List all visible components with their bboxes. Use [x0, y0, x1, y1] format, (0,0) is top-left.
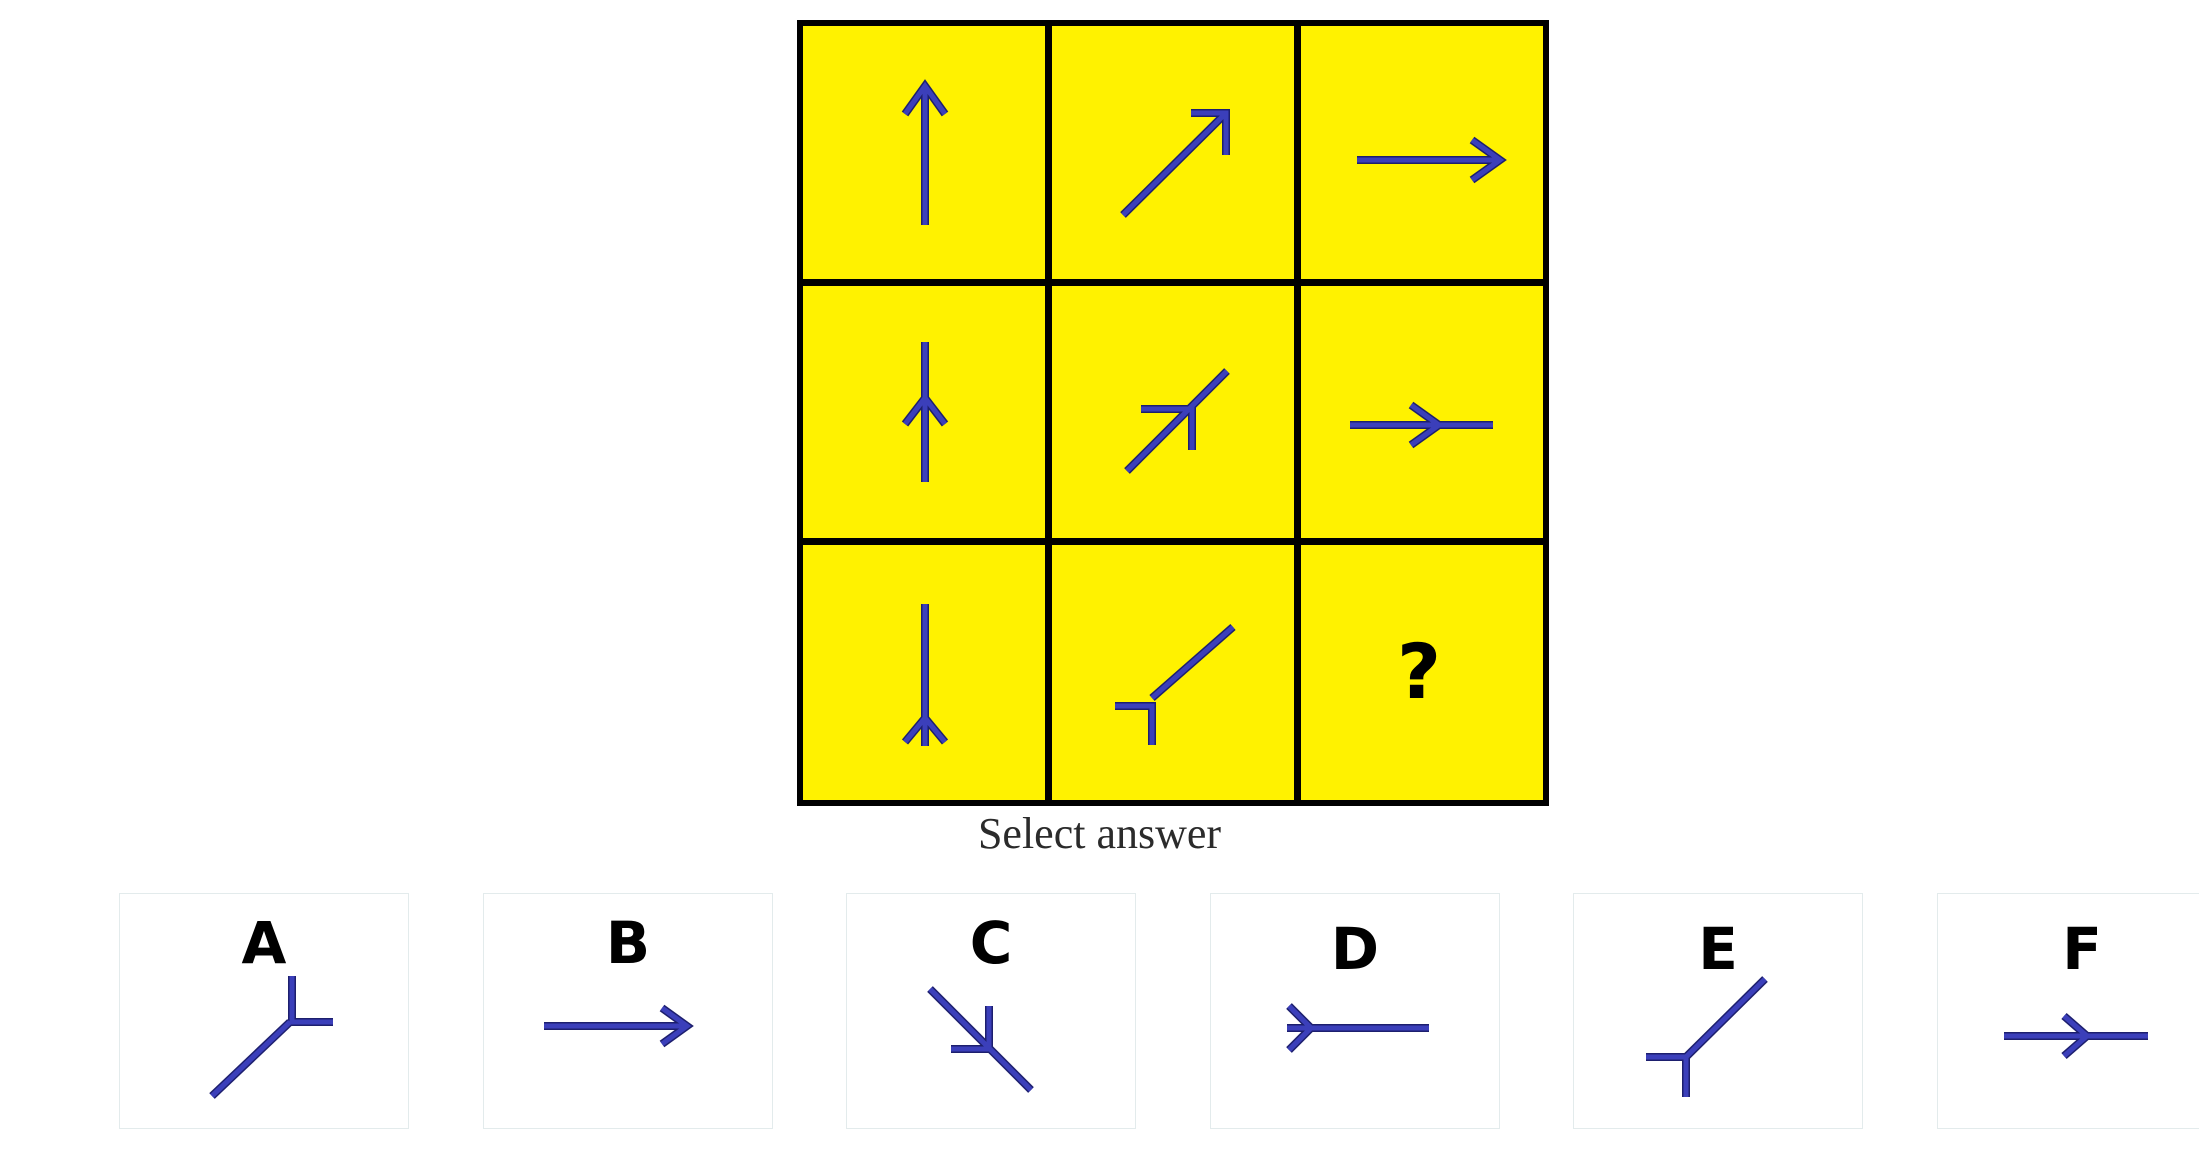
arrow-up-right-mid-head-icon: [1124, 368, 1230, 474]
fork-up-right-icon: [209, 976, 333, 1099]
option-letter: F: [2062, 915, 2102, 983]
arrow-right-icon: [1357, 136, 1507, 184]
arrow-up-right-tail-fork-icon: [1115, 623, 1236, 745]
select-answer-label: Select answer: [977, 809, 1222, 858]
line-left-tail-fork-icon: [1286, 1003, 1429, 1053]
option-letter: B: [605, 909, 651, 977]
puzzle-grid: ?: [797, 20, 1549, 806]
cell-r3c3: [1301, 545, 1543, 800]
arrow-down-right-mid-head-icon: [927, 986, 1034, 1093]
option-letter: E: [1698, 915, 1738, 983]
answer-option-f[interactable]: F: [1937, 893, 2199, 1129]
option-letter: D: [1330, 915, 1380, 983]
answer-option-e[interactable]: E: [1573, 893, 1863, 1129]
arrow-up-icon: [901, 79, 949, 225]
option-letter: A: [241, 909, 287, 977]
arrow-up-right-tail-fork-icon: [1646, 976, 1768, 1097]
cell-r1c3: [1301, 26, 1543, 279]
puzzle-grid-svg: ?: [803, 26, 1543, 800]
arrow-up-right-icon: [1120, 109, 1230, 218]
arrow-up-tail-fork-icon: [901, 604, 949, 746]
option-letter: C: [969, 909, 1013, 977]
cell-r1c2: [1052, 26, 1294, 279]
question-mark: ?: [1397, 627, 1441, 716]
arrow-right-mid-head-icon: [2004, 1012, 2148, 1060]
answer-option-b[interactable]: B: [483, 893, 773, 1129]
arrow-right-mid-head-icon: [1350, 401, 1493, 449]
cell-r3c2: [1052, 545, 1294, 800]
answer-option-a[interactable]: A: [119, 893, 409, 1129]
arrow-right-icon: [544, 1004, 694, 1048]
answer-option-d[interactable]: D: [1210, 893, 1500, 1129]
answer-option-c[interactable]: C: [846, 893, 1136, 1129]
arrow-up-mid-head-icon: [901, 342, 949, 482]
